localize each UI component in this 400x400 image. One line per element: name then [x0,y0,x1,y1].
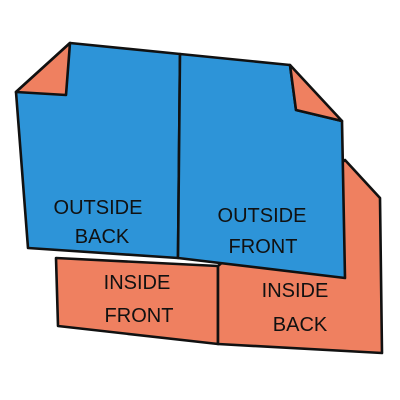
outside-back-corner-fold [14,41,72,97]
outside-front-label-line1: OUTSIDE [218,205,307,227]
inside-front-label: INSIDE FRONT [104,272,174,327]
outside-back-label-line2: BACK [75,226,130,248]
outside-sheet [14,41,347,280]
inside-back-label-line2: BACK [273,314,328,336]
inside-back-label: INSIDE BACK [262,280,329,336]
inside-front-label-line2: FRONT [105,305,174,327]
outside-front-label: OUTSIDE FRONT [218,205,307,258]
inside-back-label-line1: INSIDE [262,280,329,302]
outside-front-label-line2: FRONT [229,236,298,258]
inside-front-label-line1: INSIDE [104,272,171,294]
outside-back-label-line1: OUTSIDE [54,197,143,219]
outside-back-label: OUTSIDE BACK [54,197,143,248]
inside-front-panel [54,256,220,346]
outside-front-corner-fold [288,63,344,123]
